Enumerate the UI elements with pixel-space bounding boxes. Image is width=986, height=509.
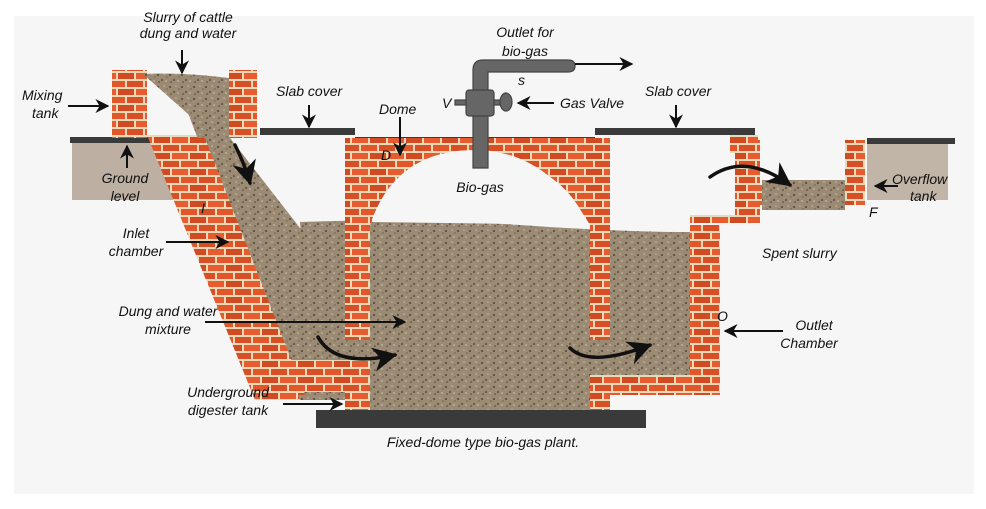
label-overflow-line2: tank [910, 188, 937, 204]
label-dome: Dome [379, 101, 417, 117]
gas-valve-knob[interactable] [499, 92, 513, 112]
digester-wall-left-base [280, 360, 370, 410]
marker-d: D [381, 147, 391, 163]
diagram-caption: Fixed-dome type bio-gas plant. [387, 434, 579, 450]
label-inlet-line1: Inlet [123, 225, 151, 241]
marker-i: I [201, 200, 205, 216]
label-biogas: Bio-gas [456, 179, 503, 195]
label-slab-cover-right: Slab cover [645, 83, 712, 99]
gas-outlet-pipe [454, 59, 576, 169]
marker-s: s [518, 72, 525, 88]
gas-valve-body[interactable] [465, 89, 495, 117]
label-ground-line2: level [111, 188, 141, 204]
label-mixing-tank-line1: Mixing [22, 87, 63, 103]
label-underground-line1: Underground [187, 384, 270, 400]
label-slab-cover-left: Slab cover [276, 83, 343, 99]
label-ground-line1: Ground [102, 170, 150, 186]
base-slab [316, 410, 646, 428]
label-outlet-chamber-line1: Outlet [795, 317, 833, 333]
marker-f: F [869, 204, 879, 220]
marker-v: V [442, 95, 453, 111]
label-mixing-tank-line2: tank [32, 105, 59, 121]
dome [345, 138, 610, 340]
label-inlet-line2: chamber [109, 243, 165, 259]
pointer-arrows [68, 50, 898, 411]
label-outlet-chamber-line2: Chamber [780, 335, 839, 351]
label-spent-slurry: Spent slurry [762, 245, 838, 261]
slab-cover-right [595, 128, 755, 135]
label-dung-line1: Dung and water [119, 303, 219, 319]
flow-arrows [232, 143, 792, 372]
label-outlet-line1: Outlet for [496, 24, 555, 40]
label-overflow-line1: Overflow [892, 171, 948, 187]
label-outlet-line2: bio-gas [502, 43, 548, 59]
ground-level-slab-left [70, 137, 187, 143]
label-slurry-line1: Slurry of cattle [143, 9, 233, 25]
label-slurry-line2: dung and water [140, 25, 238, 41]
ground-level-slab-right [867, 138, 955, 144]
label-gas-valve: Gas Valve [560, 95, 624, 111]
label-dung-line2: mixture [145, 321, 191, 337]
slab-cover-left [260, 128, 355, 135]
marker-o: O [717, 308, 728, 324]
label-underground-line2: digester tank [188, 402, 269, 418]
inlet-chamber [147, 80, 350, 400]
